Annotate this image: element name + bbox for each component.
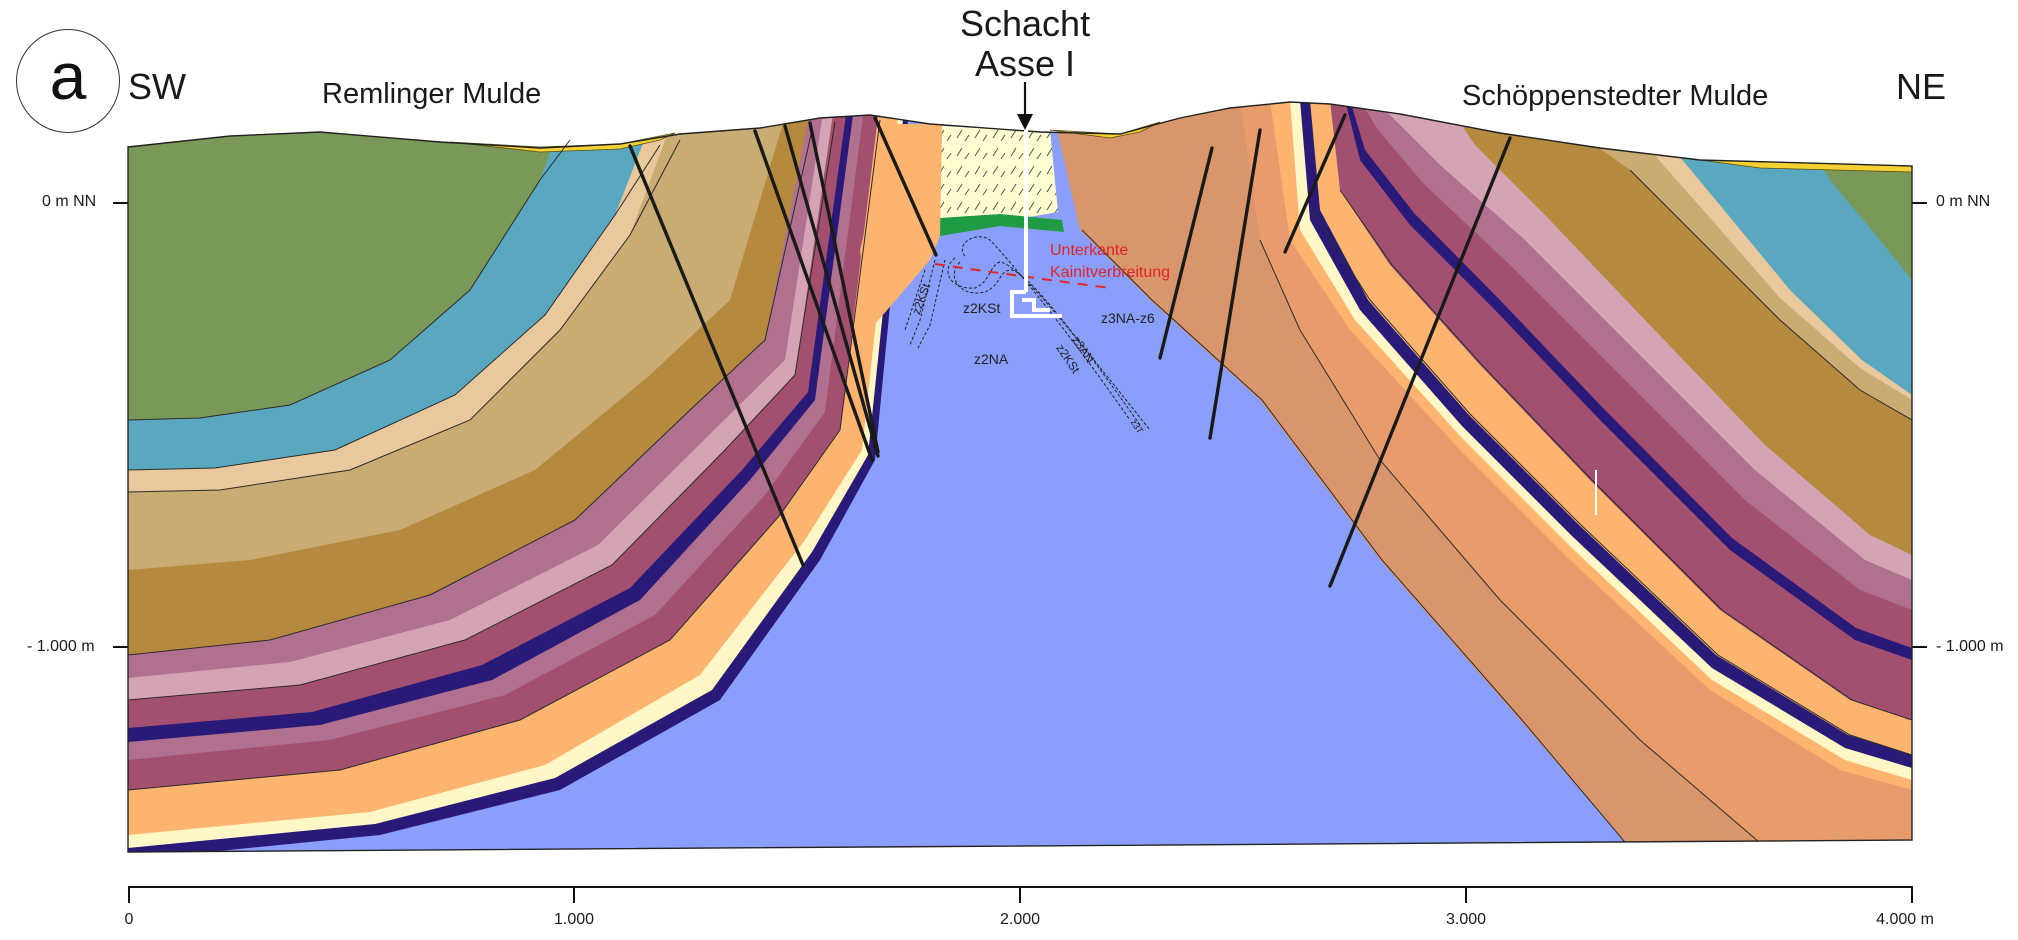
depth-label-right-bottom: - 1.000 m [1936,638,2004,655]
fault-right-1 [1158,146,1214,360]
kainit-label-line2: Kainitverbreitung [1050,264,1171,281]
green-anhydrite-band [940,214,1064,236]
strata-group [128,102,1912,852]
fault-left-1 [628,144,805,567]
direction-ne: NE [1896,66,1947,107]
direction-sw: SW [128,66,186,107]
strata-boundaries-right [1081,169,1912,852]
shaft-title-line1: Schacht [960,3,1091,44]
shaft-arrow [1017,82,1033,130]
x-tick-4000: 4.000 m [1876,911,1934,928]
cap-rock [940,126,1058,226]
salt-fold-structures [904,236,1151,431]
faults [628,113,1512,588]
figure-label-circle: a [16,29,120,133]
fault-left-4 [808,121,880,454]
label-z2na: z2NA [974,351,1009,367]
strata-boundaries-left [127,119,881,791]
label-z2kst-core: z2KSt [963,300,1001,316]
x-tick-3000: 3.000 [1445,911,1487,928]
figure-label: a [49,39,87,113]
distance-axis [128,886,1913,903]
fault-left-3 [783,124,880,458]
fault-left-2 [753,129,874,462]
asse-shaft [1010,127,1062,318]
fault-right-4 [1328,136,1512,588]
kainit-limit-line [934,263,1111,289]
label-schoeppenstedter-mulde: Schöppenstedter Mulde [1462,80,1769,112]
depth-label-left-top: 0 m NN [42,193,97,210]
fault-right-3 [1283,113,1347,254]
depth-label-left-bottom: - 1.000 m [27,638,95,655]
shaft-title-line2: Asse I [974,43,1076,84]
left-peach-wedge [860,124,942,330]
label-z3na-z6: z3NA-z6 [1101,310,1155,326]
x-tick-0: 0 [124,911,134,928]
fault-right-2 [1208,128,1262,440]
label-remlinger-mulde: Remlinger Mulde [322,78,542,110]
left-layer-olive [128,102,570,420]
kainit-label-line1: Unterkante [1050,242,1129,259]
x-tick-2000: 2.000 [999,911,1041,928]
depth-label-right-top: 0 m NN [1936,193,1991,210]
section-outline [127,101,1913,853]
depth-ticks [113,202,1927,648]
fault-left-5 [873,116,938,257]
x-tick-1000: 1.000 [553,911,595,928]
